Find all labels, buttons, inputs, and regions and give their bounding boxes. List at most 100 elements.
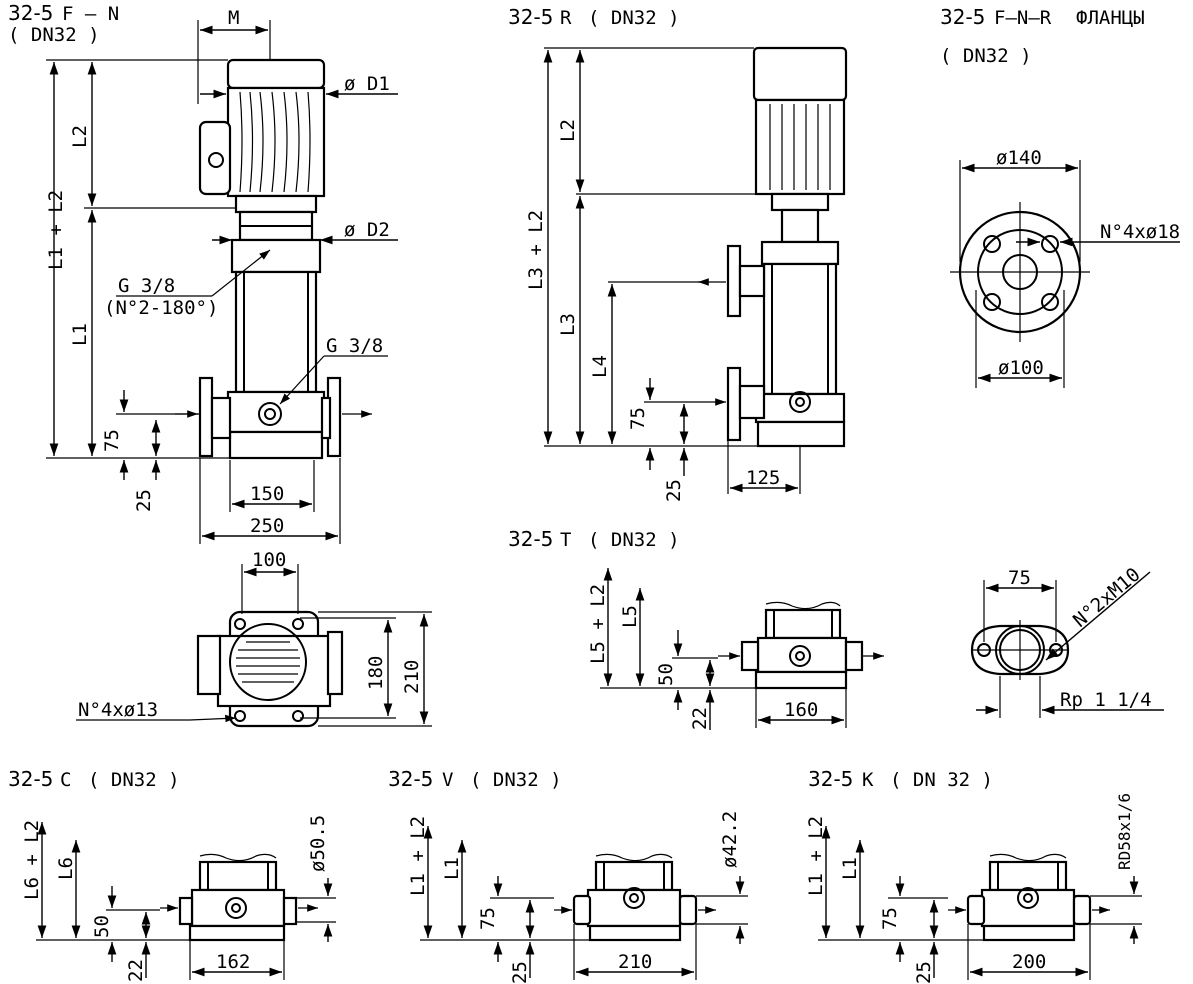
fn-vertical-dimensions <box>46 59 236 480</box>
c-pump-body <box>160 853 318 942</box>
k-title-model: 32-5 <box>808 767 853 791</box>
r-dim-l4: L4 <box>589 355 611 378</box>
c-dim-l6l2: L6 + L2 <box>21 820 43 900</box>
flange-title-type: F–N–R <box>994 7 1052 29</box>
v-dim-75: 75 <box>477 907 499 930</box>
fn-dim-d2: ø D2 <box>344 219 390 241</box>
k-dim-200: 200 <box>1012 951 1046 973</box>
v-pump-body <box>554 853 716 942</box>
k-dim-75: 75 <box>879 907 901 930</box>
flange-dim-140: ø140 <box>996 147 1042 169</box>
view-t: 32-5 T ( DN32 ) <box>508 527 884 730</box>
fn-dim-25: 25 <box>133 489 155 512</box>
v-dim-dia: ø42.2 <box>719 811 741 868</box>
top-dim-180: 180 <box>365 656 387 690</box>
c-dimensions <box>36 822 336 980</box>
fn-width-dimensions <box>199 458 341 544</box>
flange-title-model: 32-5 <box>940 5 985 29</box>
top-pump-body <box>196 610 344 728</box>
t-dim-160: 160 <box>784 699 818 721</box>
k-dimensions <box>818 826 1142 980</box>
fn-dim-150: 150 <box>250 483 284 505</box>
top-dimensions <box>76 564 432 727</box>
v-dimensions <box>420 826 748 980</box>
k-title-dn: ( DN 32 ) <box>890 769 993 791</box>
fn-dim-g38-note: (N°2-180°) <box>104 297 218 319</box>
fn-dim-250: 250 <box>250 515 284 537</box>
fn-pump-body <box>175 58 372 460</box>
r-dim-125: 125 <box>746 467 780 489</box>
view-k: 32-5 K ( DN 32 ) <box>805 767 1142 984</box>
flange-dim-holes: N°4xø18 <box>1100 221 1180 243</box>
v-title-type: V <box>442 769 453 791</box>
k-dim-rd: RD58x1/6 <box>1115 793 1134 870</box>
c-title-type: C <box>60 769 71 791</box>
c-title-dn: ( DN32 ) <box>88 769 180 791</box>
r-title-model: 32-5 <box>508 5 553 29</box>
t-dim-50: 50 <box>655 663 677 686</box>
c-dim-dia: ø50.5 <box>307 815 329 872</box>
k-dim-l1l2: L1 + L2 <box>805 816 827 896</box>
view-c: 32-5 C ( DN32 ) <box>8 767 336 982</box>
view-v: 32-5 V ( DN32 ) <box>388 767 748 984</box>
fn-dim-l1l2: L1 + L2 <box>45 190 67 270</box>
top-dim-100: 100 <box>252 549 286 571</box>
top-dim-210: 210 <box>401 660 423 694</box>
r-dim-75: 75 <box>627 407 649 430</box>
fn-dim-l1: L1 <box>69 323 91 346</box>
t-title-dn: ( DN32 ) <box>588 529 680 551</box>
r-dim-l3: L3 <box>557 313 579 336</box>
r-title-type: R <box>560 7 572 29</box>
t-dim-l5l2: L5 + L2 <box>587 584 609 664</box>
view-r: 32-5 R ( DN32 ) <box>508 5 848 502</box>
fn-dim-g38-a: G 3/8 <box>118 275 175 297</box>
t-pump-body <box>718 601 884 690</box>
t-dim-l5: L5 <box>619 605 641 628</box>
r-title-dn: ( DN32 ) <box>588 7 680 29</box>
v-dim-25: 25 <box>509 961 531 984</box>
view-oval-flange <box>970 571 1164 718</box>
c-dim-22: 22 <box>125 959 147 982</box>
fn-g38-leader-a <box>211 249 271 297</box>
c-title-model: 32-5 <box>8 767 53 791</box>
top-dim-holes: N°4xø13 <box>78 699 158 721</box>
fn-m-dimension <box>197 20 271 104</box>
r-vertical-dimensions <box>543 47 801 494</box>
k-pump-body <box>948 853 1110 942</box>
v-dim-l1l2: L1 + L2 <box>407 816 429 896</box>
c-dim-50: 50 <box>91 915 113 938</box>
r-dim-l3l2: L3 + L2 <box>525 210 547 290</box>
flange-title-dn: ( DN32 ) <box>940 45 1032 67</box>
r-pump-body <box>698 46 848 448</box>
fn-dim-75: 75 <box>101 429 123 452</box>
t-title-model: 32-5 <box>508 527 553 551</box>
fn-title-dn: ( DN32 ) <box>8 24 100 46</box>
oval-dim-holes: N°2xM10 <box>1069 564 1144 632</box>
c-dim-162: 162 <box>216 951 250 973</box>
fn-g38-leader-b <box>279 355 325 405</box>
k-dim-25: 25 <box>913 961 935 984</box>
flange-drawing <box>950 160 1180 388</box>
v-dim-l1: L1 <box>441 857 463 880</box>
fn-dim-m: M <box>228 7 239 29</box>
fn-title-type: F – N <box>62 3 119 25</box>
t-dim-22: 22 <box>689 707 711 730</box>
k-dim-l1: L1 <box>839 857 861 880</box>
v-title-dn: ( DN32 ) <box>470 769 562 791</box>
view-top: 100 180 210 N°4xø13 <box>76 549 432 728</box>
fn-dim-d1: ø D1 <box>344 73 390 95</box>
oval-dim-75: 75 <box>1008 567 1031 589</box>
view-flange: 32-5 F–N–R ФЛАНЦЫ ( DN32 ) ø140 ø100 N°4… <box>940 5 1180 388</box>
flange-dim-100: ø100 <box>998 357 1044 379</box>
c-dim-l6: L6 <box>55 857 77 880</box>
view-fn: 32-5 F – N ( DN32 ) <box>8 1 398 544</box>
r-dim-l2: L2 <box>557 119 579 142</box>
k-title-type: K <box>862 769 874 791</box>
v-dim-210: 210 <box>618 951 652 973</box>
fn-dim-l2: L2 <box>69 125 91 148</box>
fn-title-model: 32-5 <box>8 1 53 25</box>
r-dim-25: 25 <box>663 479 685 502</box>
oval-dim-rp: Rp 1 1/4 <box>1060 689 1152 711</box>
fn-dim-g38-b: G 3/8 <box>326 335 383 357</box>
